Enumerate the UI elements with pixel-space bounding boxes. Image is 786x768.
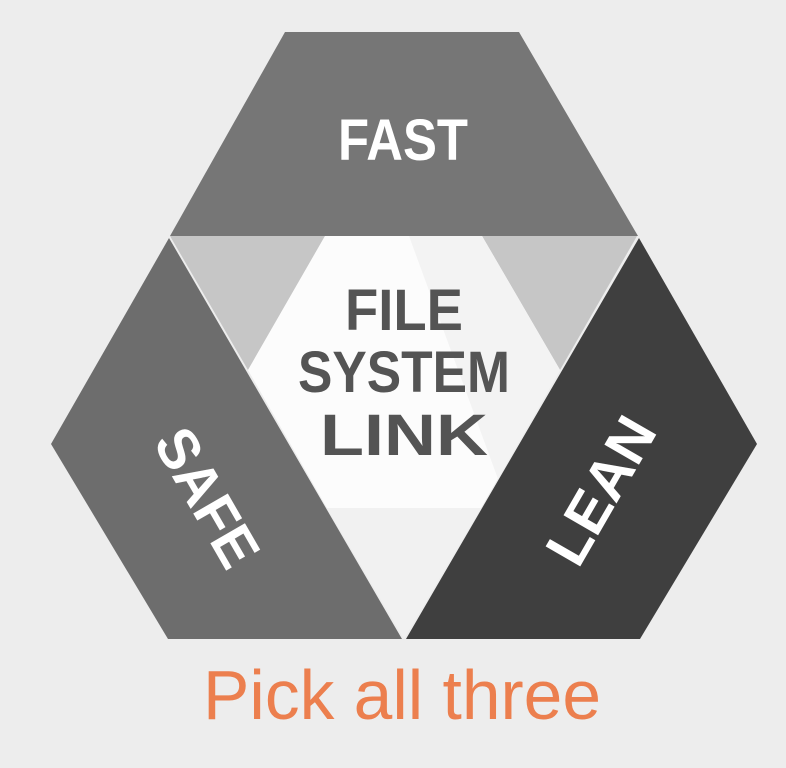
center-label-line1: FILE (345, 278, 463, 343)
inner-triangle-left (170, 236, 325, 370)
bottom-notch (327, 508, 481, 639)
safe-trapezoid (51, 238, 402, 639)
center-label-line2: SYSTEM (298, 340, 510, 405)
caption: Pick all three (203, 656, 601, 734)
fast-label: FAST (338, 108, 468, 173)
lean-trapezoid (406, 238, 757, 639)
center-hexagon-shade (409, 236, 560, 479)
fast-trapezoid (170, 32, 638, 236)
inner-triangle-right (482, 236, 637, 370)
center-label-line3: LINK (320, 403, 488, 468)
